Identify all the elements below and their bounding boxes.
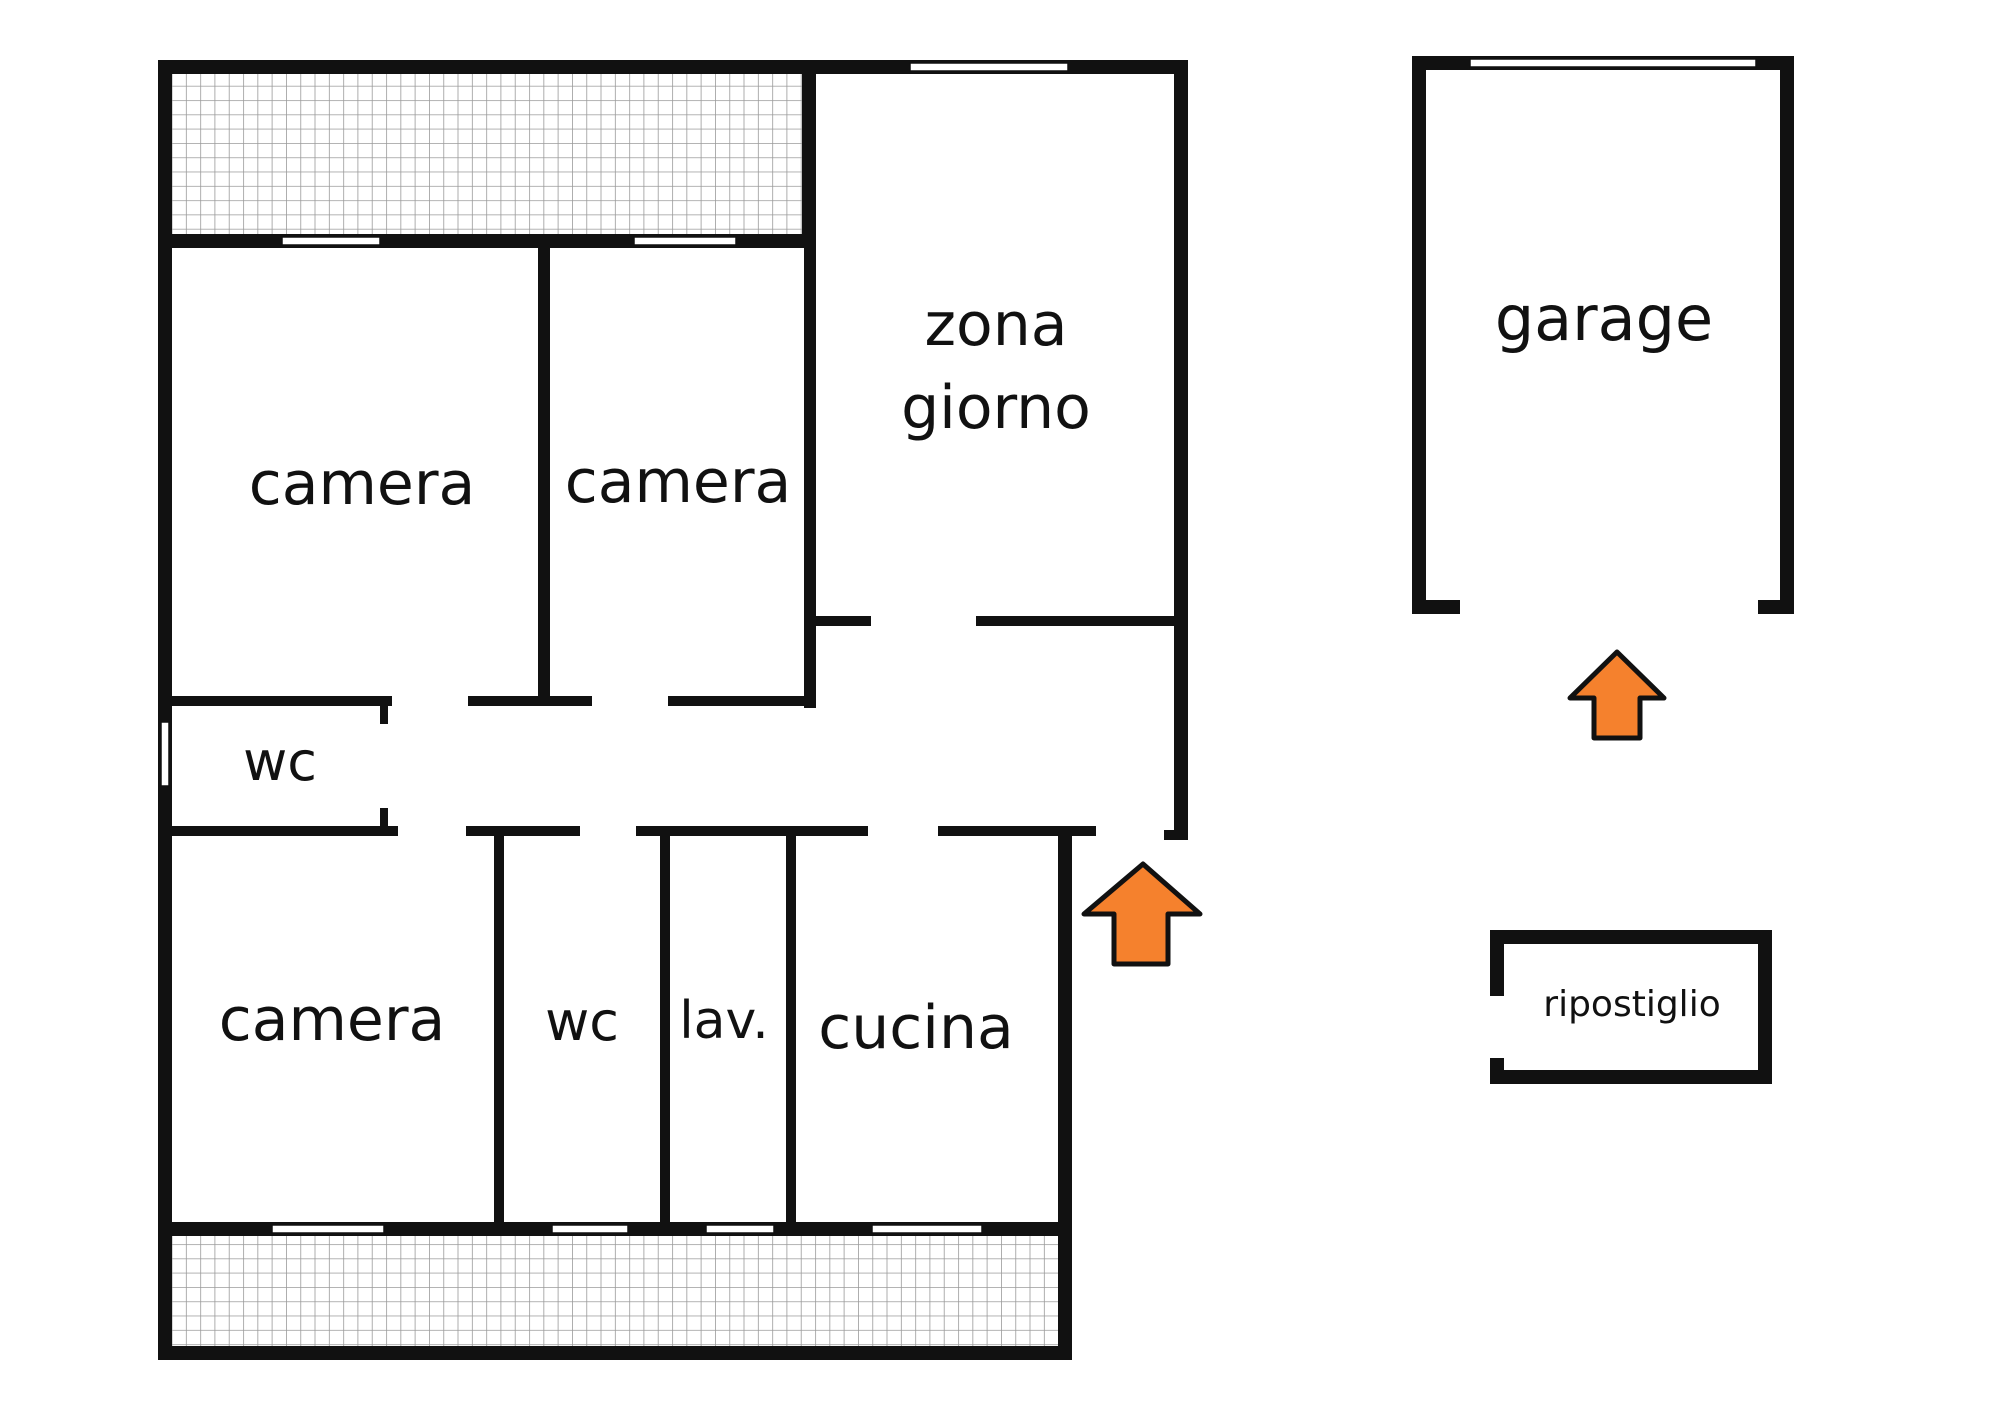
room-label-camera-3: camera xyxy=(219,985,446,1055)
room-label-giorno: giorno xyxy=(901,373,1091,443)
room-label-cucina: cucina xyxy=(818,993,1013,1063)
room-label-camera-2: camera xyxy=(565,447,792,517)
room-label-wc-2: wc xyxy=(545,990,619,1053)
entrance-arrow-icon xyxy=(1081,861,1203,967)
walls xyxy=(158,56,1794,1360)
room-label-garage: garage xyxy=(1495,282,1713,355)
room-label-lav: lav. xyxy=(679,991,769,1051)
room-label-wc-1: wc xyxy=(243,730,317,793)
terrace-top xyxy=(172,74,804,239)
garage-arrow-icon xyxy=(1567,649,1667,741)
windows xyxy=(160,58,1757,1234)
room-label-ripostiglio: ripostiglio xyxy=(1543,984,1720,1025)
terrace-bottom xyxy=(172,1236,1065,1348)
room-label-zona: zona xyxy=(925,290,1068,360)
room-label-camera-1: camera xyxy=(249,449,476,519)
